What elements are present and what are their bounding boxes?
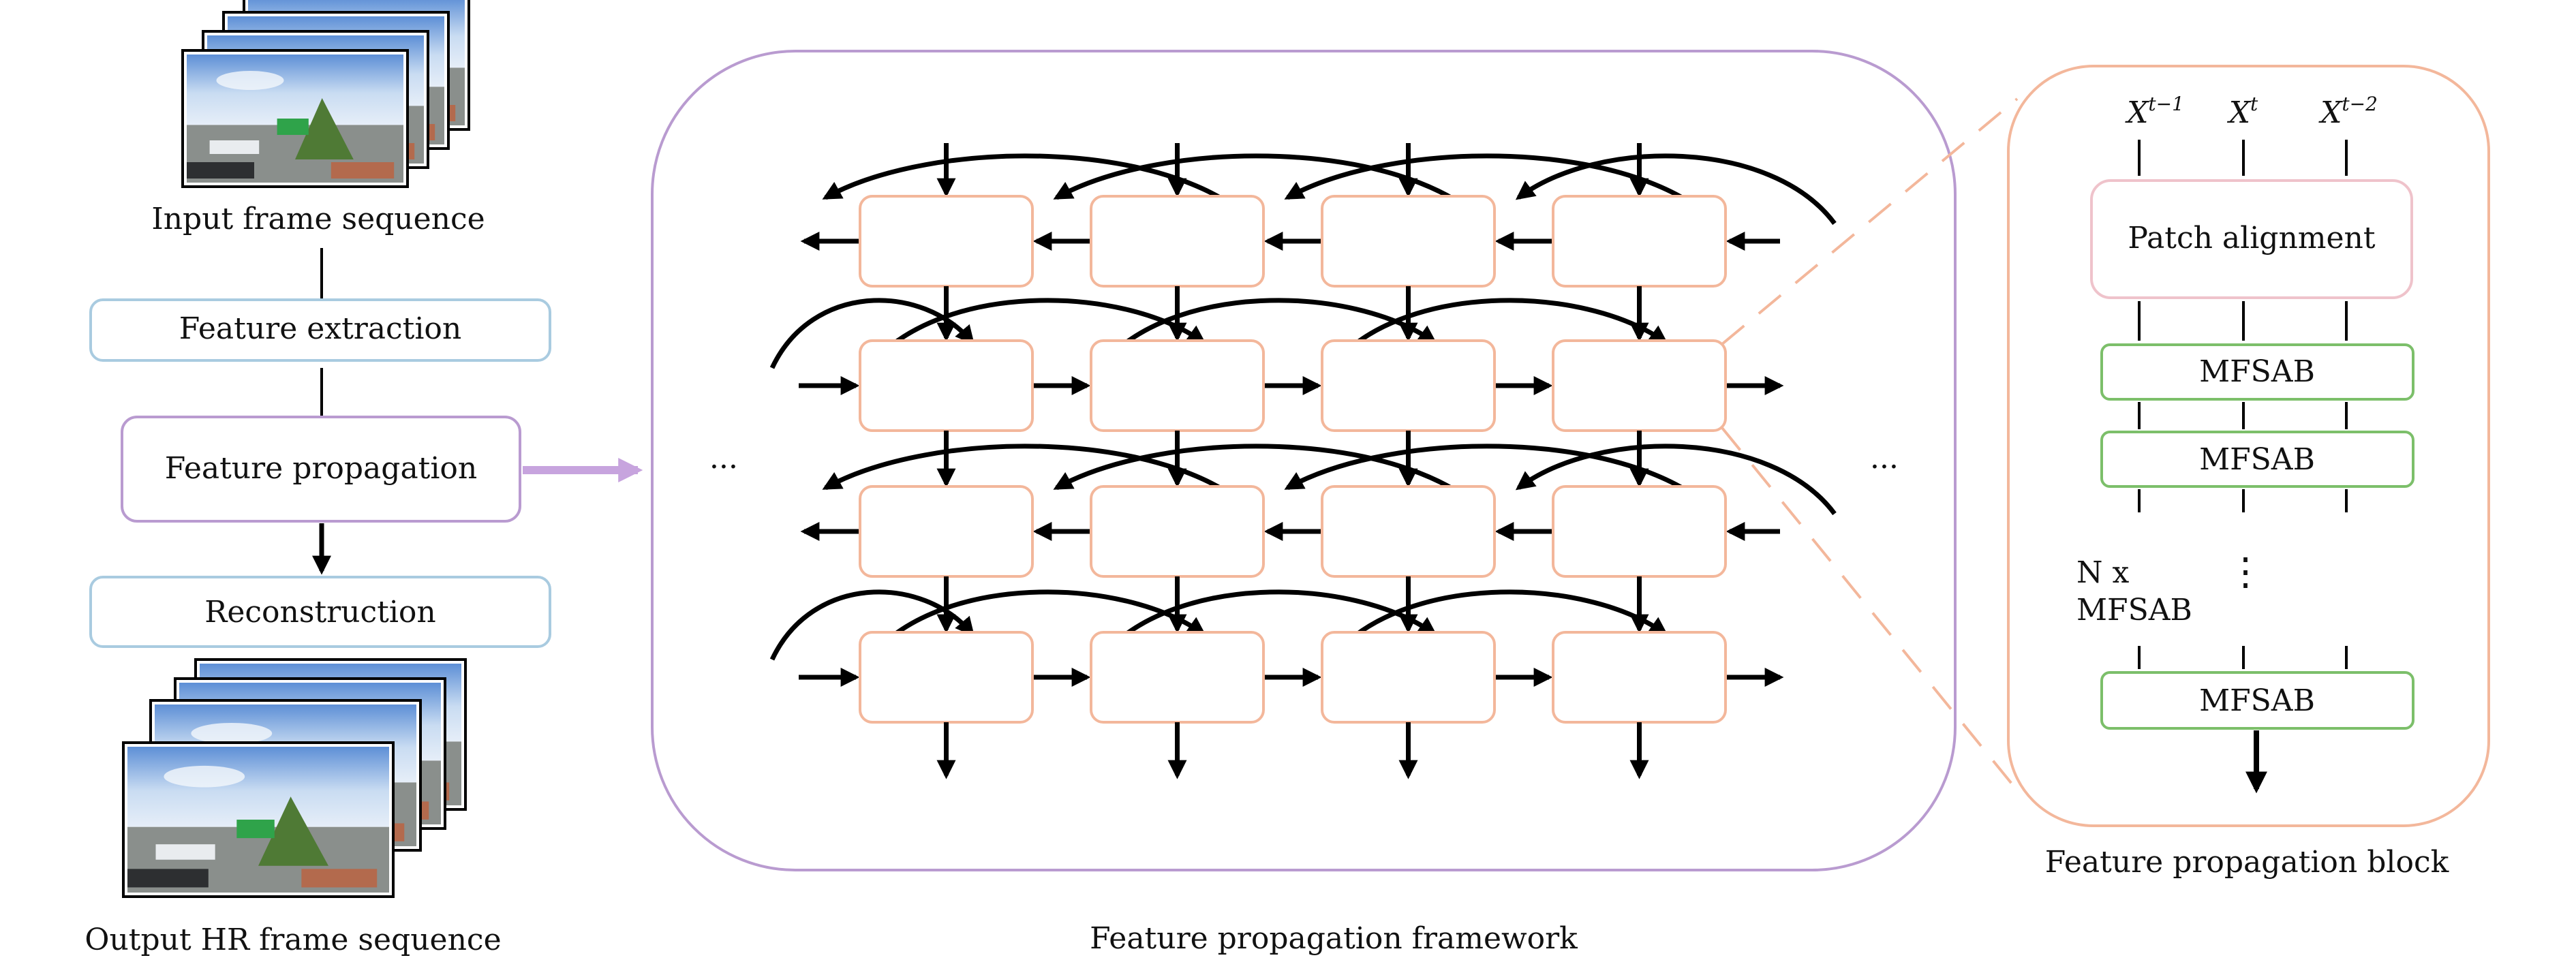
sky-area <box>187 55 403 125</box>
repeat-label-line2: MFSAB <box>2076 593 2192 628</box>
propagation-cell-r1-c4 <box>1552 195 1727 288</box>
output-frame-stack <box>122 658 467 898</box>
block-caption: Feature propagation block <box>2045 845 2449 880</box>
mfsab-box-3 <box>2100 671 2414 730</box>
propagation-cell-r4-c1 <box>859 631 1034 724</box>
cloud <box>216 71 284 90</box>
cloud <box>164 765 245 788</box>
skip-arc <box>1328 589 1669 662</box>
sidewalk <box>331 162 395 179</box>
propagation-cell-r3-c1 <box>859 485 1034 578</box>
repeat-label-line1: N x <box>2076 555 2129 590</box>
mfsab-label-1: MFSAB <box>2199 354 2315 389</box>
reconstruction-label: Reconstruction <box>204 595 436 630</box>
mfsab-box-1 <box>2100 343 2414 401</box>
skip-arc <box>822 444 1257 516</box>
mfsab-box-2 <box>2100 431 2414 488</box>
sky-area <box>127 747 389 827</box>
feature-extraction-box <box>89 298 551 362</box>
mfsab-label-3: MFSAB <box>2199 683 2315 718</box>
framework-caption: Feature propagation framework <box>1090 921 1578 956</box>
propagation-cell-r3-c3 <box>1321 485 1496 578</box>
feature-propagation-label: Feature propagation <box>165 451 478 486</box>
bus <box>277 119 309 135</box>
propagation-cell-r2-c4 <box>1552 339 1727 432</box>
skip-arc <box>769 589 975 661</box>
skip-arc <box>1053 444 1488 516</box>
feature-propagation-box <box>121 416 521 523</box>
patch-alignment-box <box>2090 179 2413 299</box>
propagation-cell-r2-c3 <box>1321 339 1496 432</box>
sidewalk <box>301 869 378 888</box>
propagation-cell-r2-c2 <box>1090 339 1265 432</box>
zoom-line-top <box>1721 97 2019 345</box>
vertical-dots: ⋮ <box>2226 550 2265 594</box>
propagation-cell-r4-c4 <box>1552 631 1727 724</box>
mfsab-label-2: MFSAB <box>2199 442 2315 477</box>
cloud <box>191 723 273 744</box>
input-frame-label: Input frame sequence <box>151 202 485 236</box>
block-connector-lines <box>2138 140 2348 669</box>
reconstruction-box <box>89 576 551 648</box>
input-frame-1 <box>181 49 409 188</box>
propagation-cell-r4-c2 <box>1090 631 1265 724</box>
bus <box>236 820 275 839</box>
propagation-cell-r3-c4 <box>1552 485 1727 578</box>
skip-arc <box>1053 153 1488 226</box>
skip-arc <box>1515 153 1837 226</box>
foreground-car <box>127 869 209 888</box>
tree <box>295 98 354 159</box>
skip-arc <box>1328 298 1669 370</box>
propagation-cell-r4-c3 <box>1321 631 1496 724</box>
skip-arc <box>1284 153 1719 226</box>
car <box>155 844 215 860</box>
framework-ellipsis-left: ··· <box>709 450 738 484</box>
input-frame-stack <box>181 0 470 188</box>
propagation-grid <box>769 143 1837 779</box>
patch-alignment-label: Patch alignment <box>2128 221 2375 256</box>
skip-arc <box>1515 444 1837 516</box>
skip-arc <box>822 153 1257 226</box>
output-frame-1 <box>122 741 395 898</box>
zoom-line-bottom <box>1721 427 2019 792</box>
propagation-cell-r2-c1 <box>859 339 1034 432</box>
propagation-cell-r1-c1 <box>859 195 1034 288</box>
output-frame-label: Output HR frame sequence <box>85 923 501 957</box>
feature-extraction-label: Feature extraction <box>179 311 462 346</box>
skip-arc <box>1284 444 1719 516</box>
skip-arc <box>769 298 975 369</box>
propagation-cell-r1-c2 <box>1090 195 1265 288</box>
framework-ellipsis-right: ··· <box>1870 450 1899 484</box>
propagation-cell-r3-c2 <box>1090 485 1265 578</box>
car <box>209 140 260 154</box>
propagation-cell-r1-c3 <box>1321 195 1496 288</box>
tree <box>258 796 328 866</box>
foreground-car <box>187 162 254 179</box>
